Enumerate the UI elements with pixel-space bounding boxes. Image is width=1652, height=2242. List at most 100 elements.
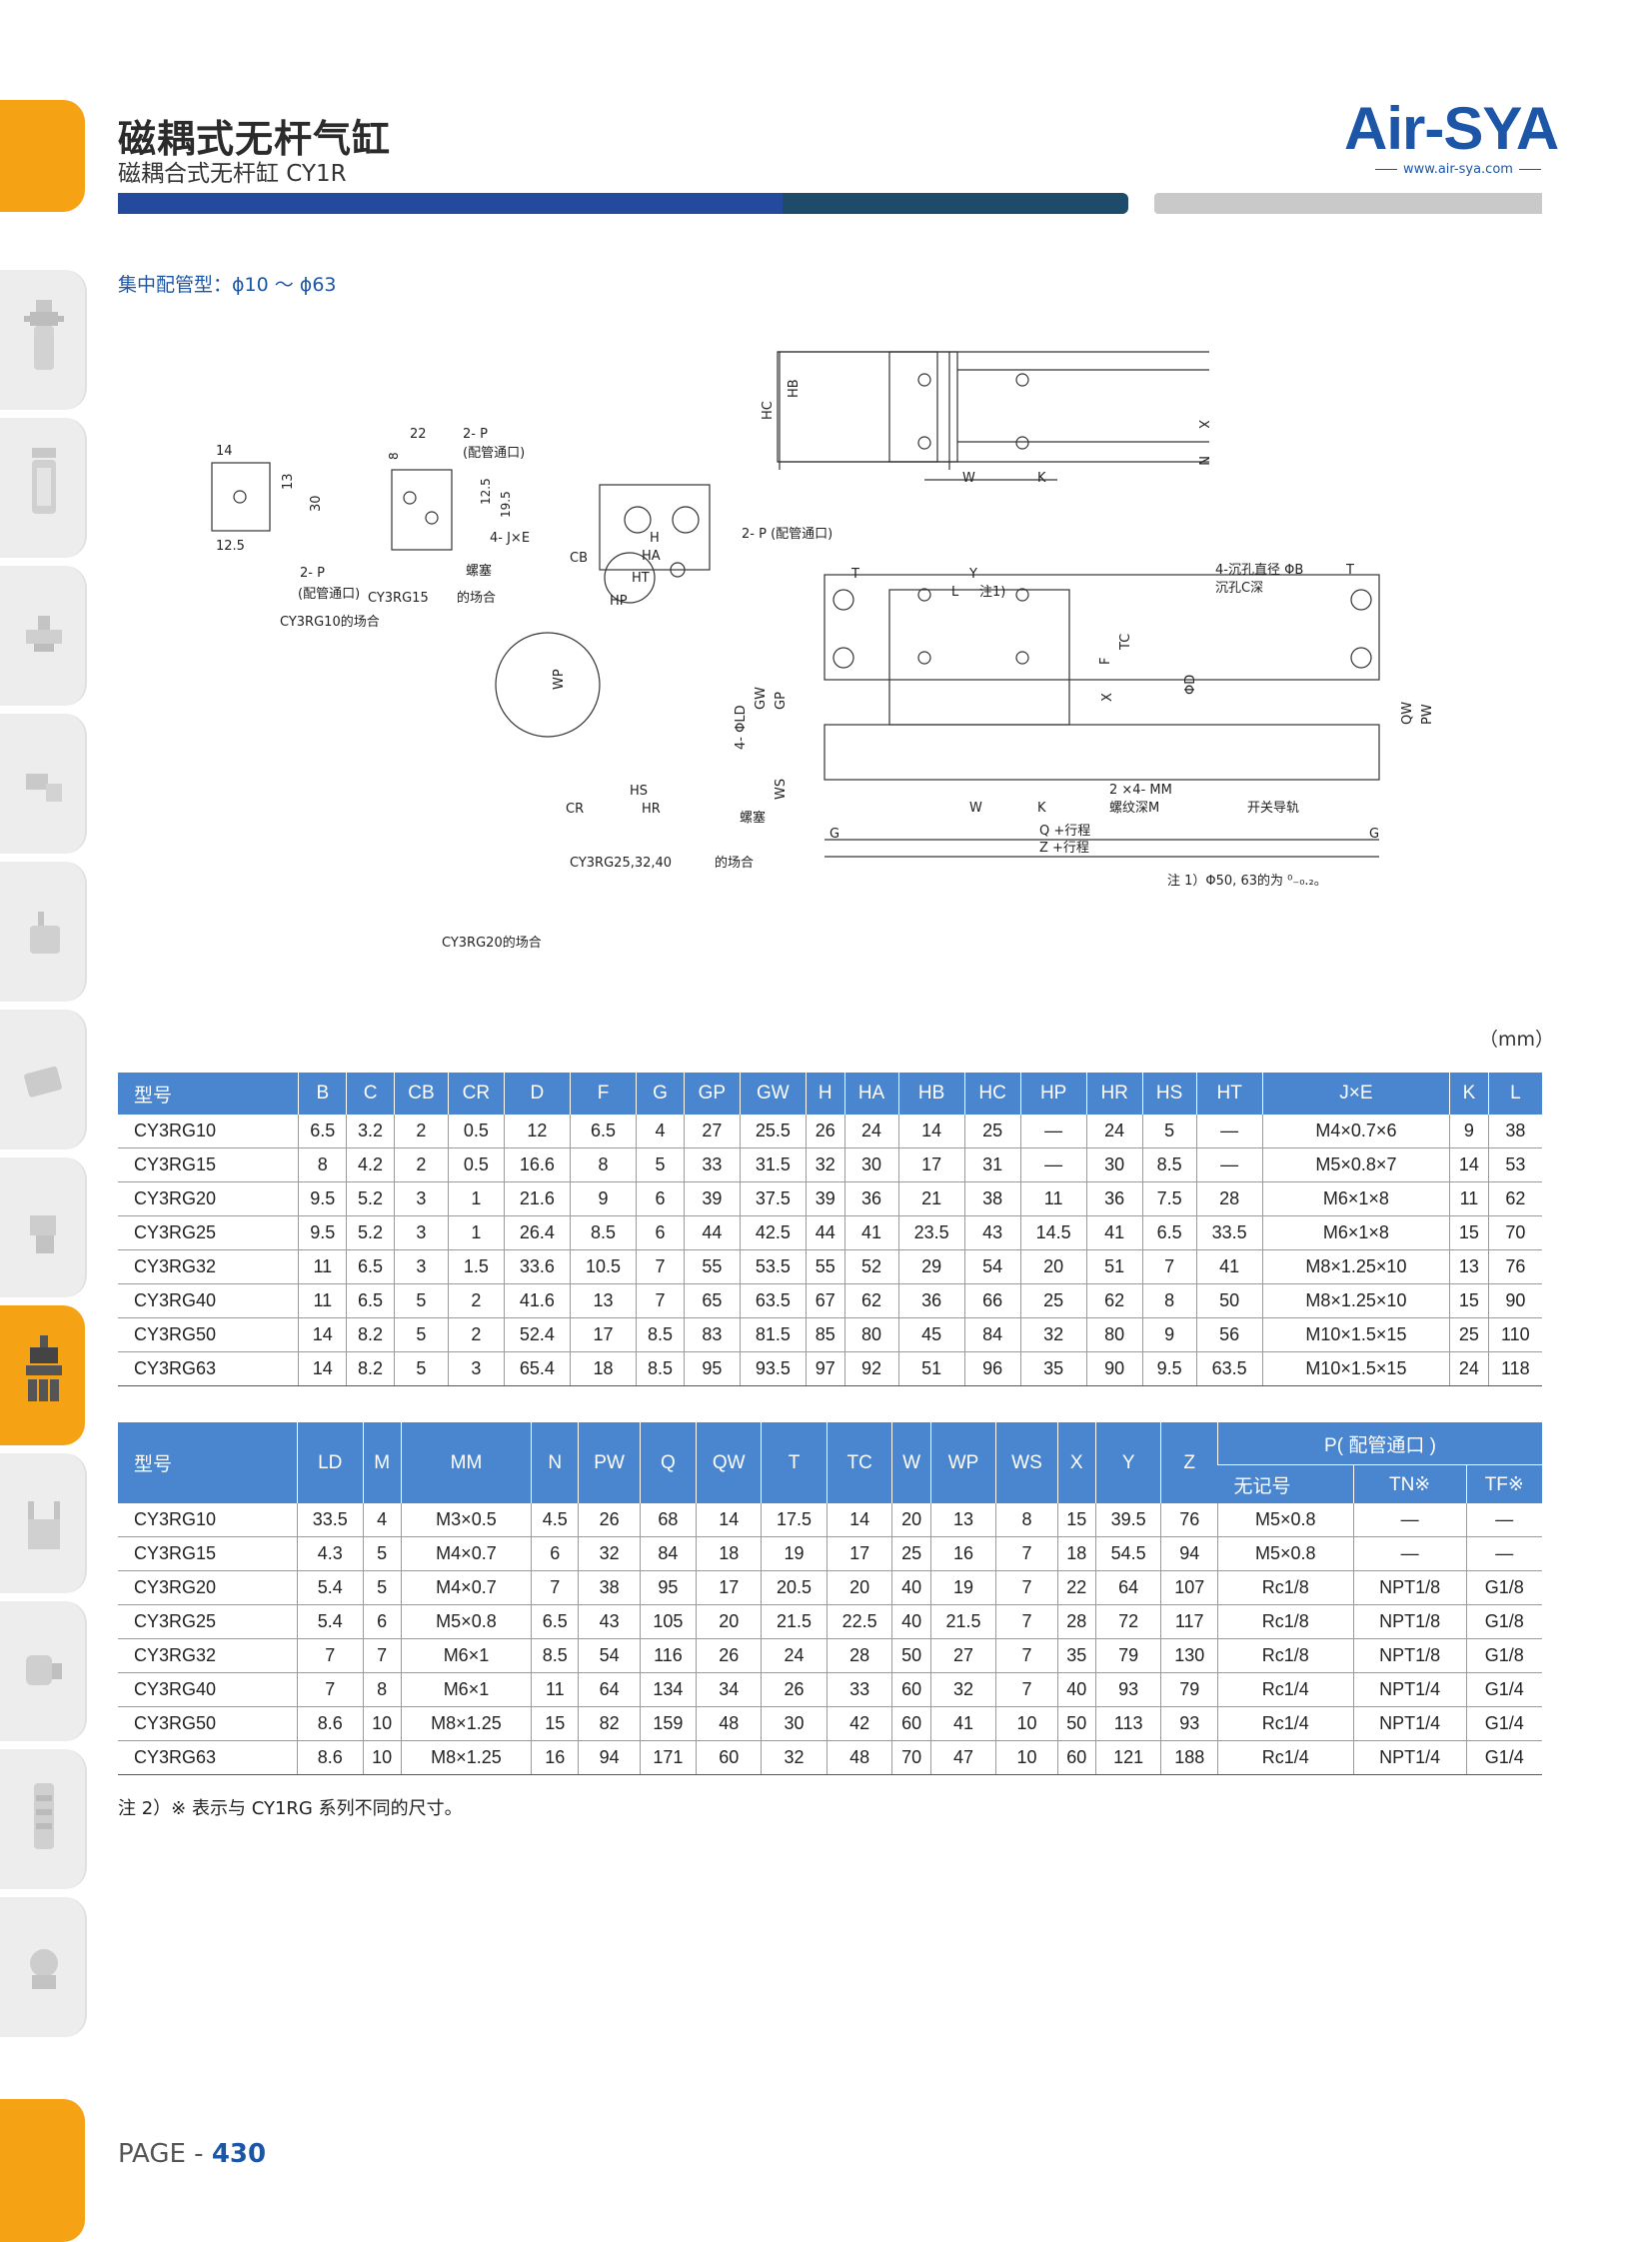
table-cell: 64 [1094, 1570, 1161, 1605]
dim-ha: HA [642, 549, 661, 564]
table-cell: CY3RG50 [118, 1706, 298, 1741]
table-cell: 35 [1056, 1638, 1096, 1673]
table1-header-cell: HC [963, 1073, 1021, 1115]
dim-t-left: T [850, 567, 859, 582]
table-cell: 32 [805, 1147, 845, 1182]
table-cell: 41 [843, 1215, 899, 1250]
table-cell: 25 [891, 1536, 931, 1571]
dim-cr: CR [566, 802, 584, 817]
dim-ht: HT [632, 571, 650, 586]
table-cell: M6×1 [400, 1638, 532, 1673]
side-tab-filter[interactable] [0, 270, 87, 410]
table-cell: 7 [995, 1672, 1058, 1707]
table-cell: — [1465, 1503, 1542, 1537]
table-cell: 118 [1487, 1351, 1542, 1386]
side-tab-gripper[interactable] [0, 1453, 87, 1593]
table2-header-cell: N [531, 1422, 579, 1503]
table-cell: 66 [963, 1283, 1021, 1318]
side-tab-fitting[interactable] [0, 566, 87, 706]
table-cell: M8×1.25 [400, 1740, 532, 1775]
dim-hr: HR [642, 802, 661, 817]
table-cell: CY3RG63 [118, 1351, 299, 1386]
switch-rail: 开关导轨 [1247, 801, 1299, 816]
table-cell: 90 [1487, 1283, 1542, 1318]
table1-header-cell: L [1487, 1073, 1542, 1115]
side-tab-lubricator[interactable] [0, 418, 87, 558]
table-cell: 26 [696, 1638, 762, 1673]
table-cell: 6 [362, 1604, 402, 1639]
table-cell: 33.5 [296, 1503, 364, 1537]
side-tab-actuator[interactable] [0, 1157, 87, 1297]
dim-mm: 2 ×4- MM [1109, 783, 1172, 798]
table1-header-cell: B [298, 1073, 347, 1115]
table1-header-cell: K [1449, 1073, 1489, 1115]
table-cell: 7 [636, 1283, 685, 1318]
table-cell: 30 [1085, 1147, 1143, 1182]
table-cell: 64 [578, 1672, 641, 1707]
table-cell: 32 [761, 1740, 827, 1775]
table-cell: 6 [636, 1181, 685, 1216]
dim-q: Q +行程 [1039, 824, 1090, 839]
table-cell: 8.5 [1141, 1147, 1197, 1182]
table-cell: CY3RG25 [118, 1604, 298, 1639]
table-cell: M6×1×8 [1261, 1181, 1450, 1216]
table-cell: 5 [393, 1317, 449, 1352]
side-tab-top[interactable] [0, 100, 85, 212]
side-tab-silencer[interactable] [0, 1749, 87, 1889]
table-cell: 93 [1160, 1706, 1218, 1741]
table-cell: 15 [1449, 1215, 1489, 1250]
table-cell: 50 [1056, 1706, 1096, 1741]
side-tab-rotary[interactable] [0, 1601, 87, 1741]
side-tab-manifold[interactable] [0, 1010, 87, 1149]
table-cell: — [1465, 1536, 1542, 1571]
table-cell: 79 [1160, 1672, 1218, 1707]
table-cell: 8 [362, 1672, 402, 1707]
cy10-port: 2- P [300, 566, 325, 581]
table-cell: G1/4 [1465, 1706, 1542, 1741]
dim-22: 22 [410, 427, 427, 442]
table-cell: G1/8 [1465, 1570, 1542, 1605]
table-cell: 55 [805, 1249, 845, 1284]
table-cell: 60 [891, 1672, 931, 1707]
cy20-case: CY3RG20的场合 [442, 935, 542, 951]
table-cell: 171 [639, 1740, 697, 1775]
side-tab-switch[interactable] [0, 862, 87, 1002]
table-cell: 121 [1094, 1740, 1161, 1775]
dim-30: 30 [309, 495, 324, 512]
table-cell: 33.5 [1195, 1215, 1263, 1250]
table-cell: 95 [639, 1570, 697, 1605]
table2-header-cell: LD [296, 1422, 364, 1503]
side-tab-cylinder-active[interactable] [0, 1305, 85, 1445]
table-cell: 48 [826, 1740, 892, 1775]
table-cell: 113 [1094, 1706, 1161, 1741]
table-cell: 72 [1094, 1604, 1161, 1639]
table-cell: 27 [929, 1638, 996, 1673]
table2-subheader-cell: 无记号 [1217, 1464, 1354, 1503]
table-cell: 25 [1019, 1283, 1087, 1318]
table2-header-cell: PW [578, 1422, 641, 1503]
table-cell: NPT1/4 [1352, 1740, 1467, 1775]
side-tab-solenoid[interactable] [0, 714, 87, 854]
top-view: W K HC HB X N [761, 351, 1210, 486]
dim-12-5: 12.5 [216, 539, 245, 554]
table-cell: 53.5 [739, 1249, 807, 1284]
table-cell: 38 [963, 1181, 1021, 1216]
table-cell: 10.5 [569, 1249, 637, 1284]
table-cell: 35 [1019, 1351, 1087, 1386]
filter-regulator-icon [24, 300, 64, 370]
table-cell: 16 [929, 1536, 996, 1571]
table-cell: 85 [805, 1317, 845, 1352]
table-cell: 63.5 [739, 1283, 807, 1318]
table2-header-cell: T [761, 1422, 827, 1503]
side-tab-bottom[interactable] [0, 2099, 85, 2242]
table-cell: 17 [826, 1536, 892, 1571]
table-cell: 7 [296, 1638, 364, 1673]
table-cell: 82 [578, 1706, 641, 1741]
side-tab-vacuum[interactable] [0, 1897, 87, 2037]
